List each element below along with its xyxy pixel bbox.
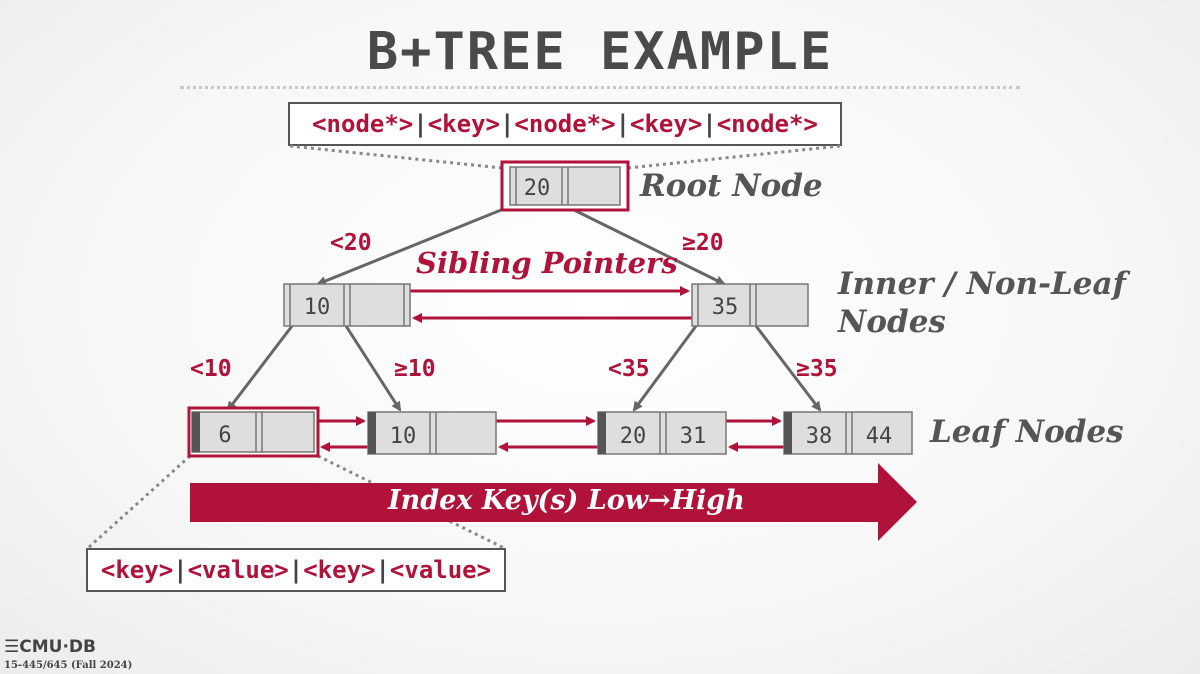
inner-node-format-box: <node*>|<key>|<node*>|<key>|<node*> bbox=[288, 102, 842, 146]
inner-nodes-label-line2: Nodes bbox=[838, 304, 946, 340]
inner-left-key: 10 bbox=[304, 295, 331, 320]
edge-label-root-right: ≥20 bbox=[682, 230, 724, 256]
format-key: <key> bbox=[427, 110, 500, 138]
title-divider bbox=[180, 86, 1020, 89]
database-icon: ☰ bbox=[4, 637, 20, 657]
format-sep: | bbox=[702, 110, 717, 138]
edge-right-to-leaf4 bbox=[754, 325, 822, 412]
leaf-3-key: 31 bbox=[680, 424, 707, 449]
leaf-2-key: 10 bbox=[390, 424, 417, 449]
course-label: 15-445/645 (Fall 2024) bbox=[4, 660, 133, 671]
sibling-pointers-label: Sibling Pointers bbox=[416, 246, 678, 280]
format-sep: | bbox=[173, 556, 188, 584]
format-node-ptr: <node*> bbox=[312, 110, 414, 138]
format-node-ptr: <node*> bbox=[716, 110, 818, 138]
leaf-4-key: 44 bbox=[866, 424, 893, 449]
format-sep: | bbox=[288, 556, 304, 584]
edge-left-to-leaf2 bbox=[344, 325, 402, 412]
root-key: 20 bbox=[524, 176, 551, 201]
leaf-nodes-label: Leaf Nodes bbox=[930, 414, 1124, 450]
logo-text: CMU·DB bbox=[19, 637, 96, 657]
edge-root-to-right bbox=[569, 206, 726, 286]
direction-arrow bbox=[190, 463, 917, 541]
edge-root-to-left bbox=[316, 206, 507, 286]
root-format-connector-left bbox=[289, 144, 503, 170]
inner-nodes-label-line1: Inner / Non-Leaf bbox=[838, 266, 1126, 302]
format-sep: | bbox=[375, 556, 390, 584]
direction-label: Index Key(s) Low→High bbox=[388, 485, 745, 516]
edge-label-right-left: <35 bbox=[608, 356, 650, 382]
inner-node-left: 10 bbox=[283, 283, 411, 327]
edge-left-to-leaf1 bbox=[226, 325, 294, 412]
root-node: 20 bbox=[500, 160, 630, 212]
leaf-1-key: 6 bbox=[218, 423, 231, 448]
format-key: <key> bbox=[303, 556, 376, 584]
edge-label-left-left: <10 bbox=[190, 356, 232, 382]
format-key: <key> bbox=[630, 110, 703, 138]
slide-title: B+TREE EXAMPLE bbox=[366, 22, 834, 82]
leaf-4-key: 38 bbox=[806, 424, 833, 449]
root-format-connector-right bbox=[627, 144, 841, 170]
inner-node-right: 35 bbox=[691, 283, 809, 327]
leaf-node-format-box: <key>|<value>|<key>|<value> bbox=[86, 548, 506, 592]
format-sep: | bbox=[499, 110, 515, 138]
leaf-format-connector-left bbox=[86, 454, 192, 550]
leaf-node-3: 20 31 bbox=[597, 411, 727, 455]
format-key: <key> bbox=[100, 556, 174, 584]
format-value: <value> bbox=[389, 556, 492, 584]
leaf-node-4: 38 44 bbox=[783, 411, 913, 455]
leaf-node-2: 10 bbox=[367, 411, 497, 455]
format-sep: | bbox=[413, 110, 428, 138]
edge-label-right-right: ≥35 bbox=[796, 356, 838, 382]
format-sep: | bbox=[615, 110, 631, 138]
edge-label-left-right: ≥10 bbox=[394, 356, 436, 382]
edge-right-to-leaf3 bbox=[632, 325, 698, 412]
root-node-label: Root Node bbox=[640, 168, 823, 204]
inner-right-key: 35 bbox=[712, 295, 739, 320]
leaf-3-key: 20 bbox=[620, 424, 647, 449]
format-node-ptr: <node*> bbox=[514, 110, 616, 138]
edge-label-root-left: <20 bbox=[330, 230, 372, 256]
format-value: <value> bbox=[187, 556, 289, 584]
leaf-node-1: 6 bbox=[187, 406, 320, 458]
cmu-db-logo: ☰CMU·DB bbox=[4, 637, 96, 657]
